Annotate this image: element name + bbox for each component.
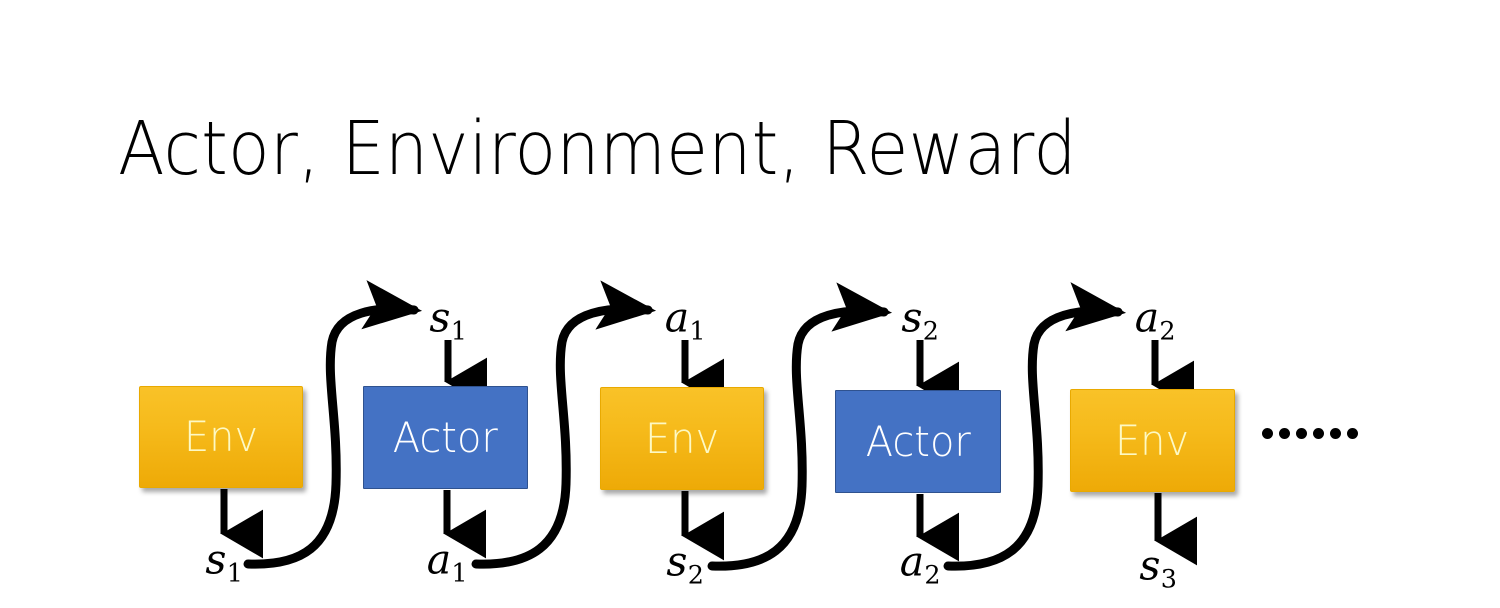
symbol: s (1139, 541, 1161, 590)
node-label: Env (644, 413, 720, 463)
label-state-s2-bottom: s2 (666, 541, 703, 587)
label-action-a2-bottom: a2 (900, 541, 941, 587)
node-label: Env (183, 412, 259, 461)
node-label: Env (1115, 415, 1190, 465)
label-state-s3-bottom: s3 (1139, 545, 1176, 591)
symbol: s (205, 535, 227, 584)
ellipsis-dot (1296, 428, 1307, 439)
symbol: a (899, 537, 925, 586)
label-action-a1-bottom: a1 (427, 539, 468, 585)
ellipsis-dot (1330, 428, 1341, 439)
subscript: 1 (450, 315, 467, 346)
subscript: 1 (451, 557, 468, 588)
ellipsis-dot (1347, 428, 1358, 439)
subscript: 2 (687, 559, 704, 590)
label-action-a1-top: a1 (665, 297, 706, 343)
curve-a1 (471, 280, 657, 569)
page-title: Actor, Environment, Reward (118, 106, 1077, 192)
label-state-s1-top: s1 (429, 297, 466, 343)
feedback-curves (243, 280, 1127, 571)
node-actor-2[interactable]: Actor (835, 390, 1001, 493)
label-action-a2-top: a2 (1135, 297, 1176, 343)
subscript: 1 (689, 315, 706, 346)
node-label: Actor (865, 416, 971, 466)
symbol: s (429, 293, 451, 342)
symbol: s (666, 537, 688, 586)
node-env-3[interactable]: Env (1070, 389, 1235, 492)
subscript: 1 (226, 557, 243, 588)
subscript: 2 (922, 315, 939, 346)
ellipsis-dot (1262, 428, 1273, 439)
node-actor-1[interactable]: Actor (363, 386, 528, 489)
node-label: Actor (392, 412, 499, 462)
symbol: s (901, 293, 923, 342)
continuation-ellipsis-icon (1262, 428, 1358, 439)
label-state-s1-bottom: s1 (205, 539, 242, 585)
symbol: a (1134, 293, 1160, 342)
subscript: 3 (1160, 563, 1177, 594)
node-env-1[interactable]: Env (139, 386, 303, 488)
symbol: a (426, 535, 452, 584)
label-state-s2-top: s2 (901, 297, 938, 343)
ellipsis-dot (1279, 428, 1290, 439)
arrows-out-of-nodes (220, 489, 1198, 566)
curve-s1 (243, 280, 423, 569)
symbol: a (664, 293, 690, 342)
arrows-into-nodes (444, 340, 1195, 411)
node-env-2[interactable]: Env (600, 387, 764, 490)
ellipsis-dot (1313, 428, 1324, 439)
curve-a2 (943, 282, 1127, 571)
curve-s2 (707, 282, 893, 571)
subscript: 2 (1159, 315, 1176, 346)
subscript: 2 (924, 559, 941, 590)
